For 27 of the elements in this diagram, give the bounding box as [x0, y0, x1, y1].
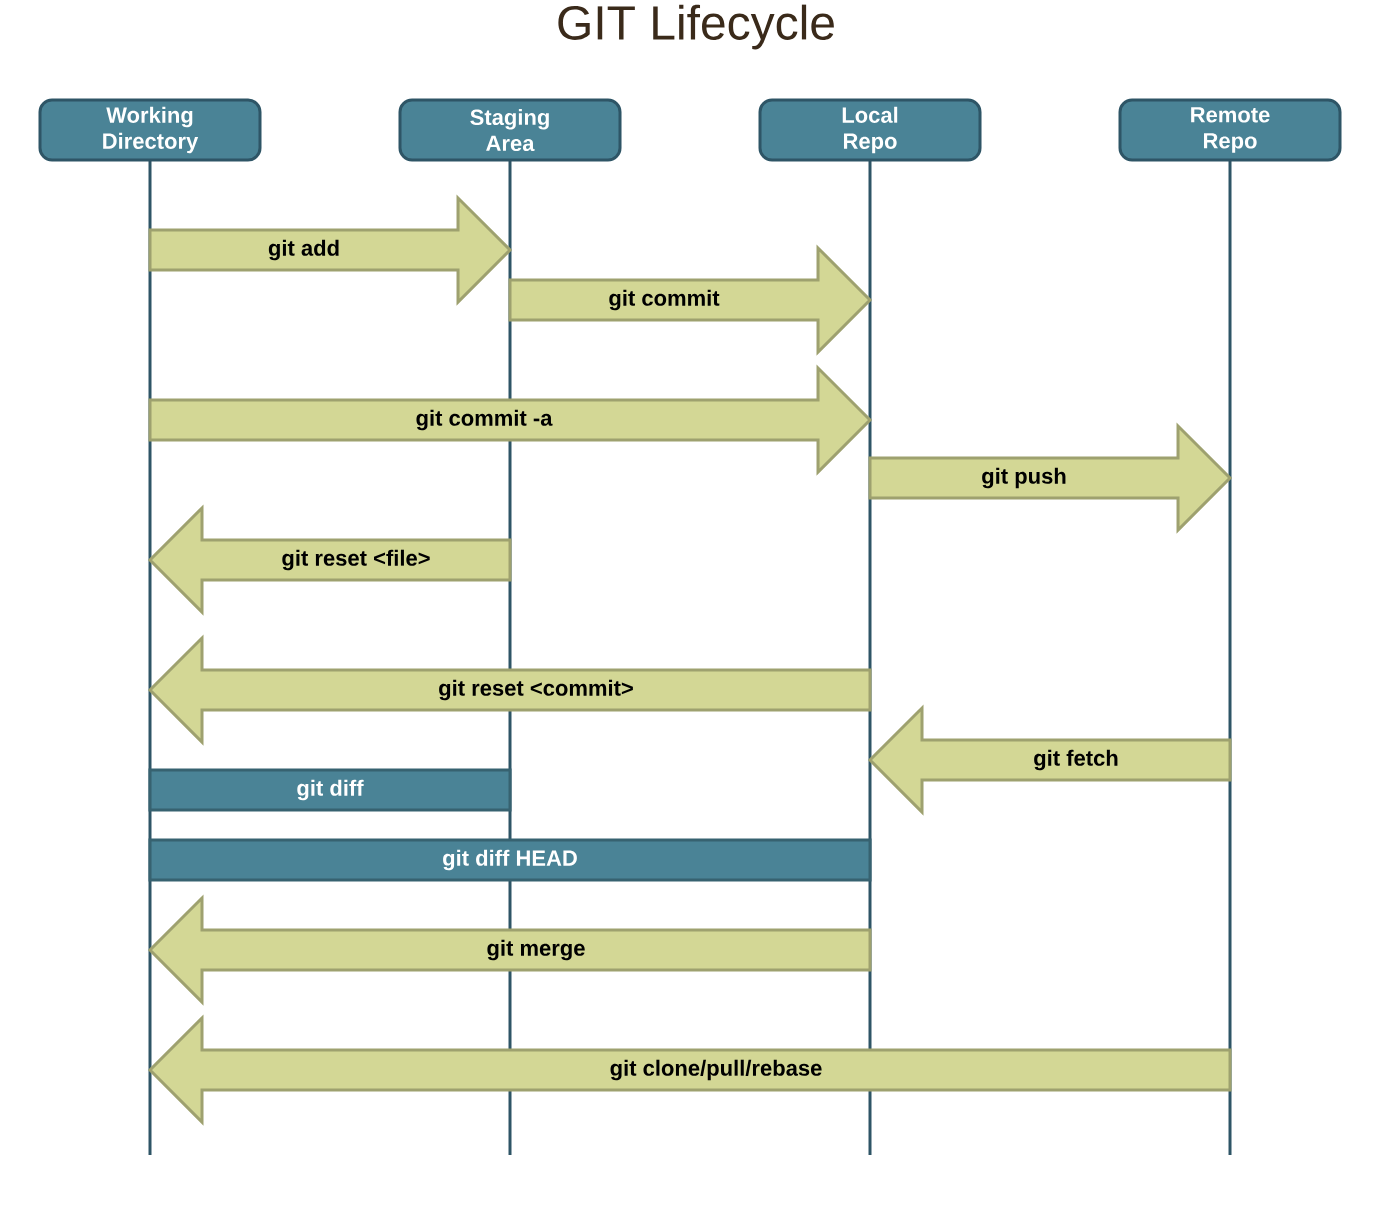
edge-label: git commit -a	[416, 409, 553, 431]
block-arrow	[147, 504, 512, 616]
block-arrow	[148, 364, 873, 476]
edge-label: git clone/pull/rebase	[610, 1059, 822, 1081]
block-arrow	[148, 194, 513, 306]
edge-label: git reset <file>	[282, 549, 430, 571]
edge-label: git fetch	[1034, 749, 1118, 771]
edge-label: git diff	[297, 779, 364, 801]
edge-label: git add	[268, 239, 339, 261]
block-arrow	[147, 634, 872, 746]
lane-header-box: Working Directory	[38, 98, 262, 162]
block-arrow	[147, 894, 872, 1006]
edge-label: git diff HEAD	[443, 849, 577, 871]
bar	[148, 768, 512, 812]
edge-label: git reset <commit>	[439, 679, 633, 701]
edge-label: git push	[982, 467, 1066, 489]
lane-header-box: Remote Repo	[1118, 98, 1342, 162]
edge-label: git commit	[609, 289, 720, 311]
title: GIT Lifecycle	[558, 4, 834, 50]
bar	[148, 838, 872, 882]
block-arrow	[868, 422, 1233, 534]
block-arrow	[508, 244, 873, 356]
lane-header-box: Local Repo	[758, 98, 982, 162]
lane-header-box: Staging Area	[398, 98, 622, 162]
block-arrow	[867, 704, 1232, 816]
block-arrow	[147, 1014, 1232, 1126]
edge-label: git merge	[487, 939, 585, 961]
